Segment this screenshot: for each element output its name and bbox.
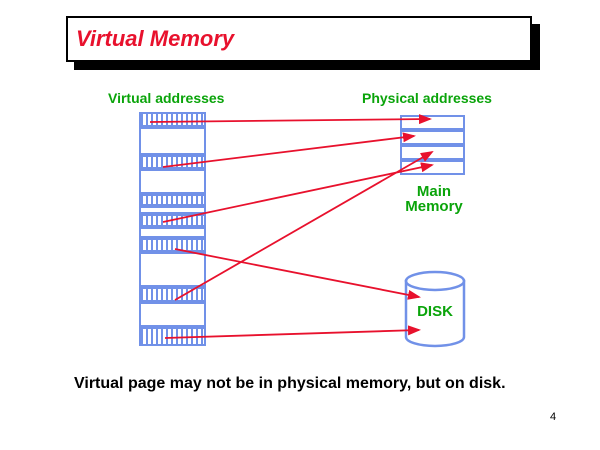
- mapping-arrow-to-main-memory-row-3: [175, 152, 432, 300]
- virtual-page-cell-11: [139, 287, 206, 302]
- physical-memory-row-2: [400, 130, 465, 145]
- virtual-addresses-label: Virtual addresses: [108, 90, 224, 106]
- virtual-page-cell-12: [139, 302, 206, 327]
- virtual-page-cell-2: [139, 127, 206, 155]
- main-memory-label-line2: Memory: [405, 198, 463, 215]
- main-memory-label: Main Memory: [398, 184, 470, 214]
- caption-text: Virtual page may not be in physical memo…: [74, 375, 506, 393]
- virtual-memory-column: [139, 112, 206, 346]
- physical-memory-row-1: [400, 115, 465, 130]
- page-title: Virtual Memory: [68, 26, 234, 52]
- mapping-arrow-to-disk: [175, 249, 419, 297]
- disk-cylinder-top: [406, 272, 464, 290]
- virtual-page-cell-10: [139, 252, 206, 287]
- virtual-page-cell-7: [139, 214, 206, 227]
- virtual-page-cell-3: [139, 155, 206, 169]
- slide-title-box: Virtual Memory: [66, 16, 532, 62]
- page-number: 4: [550, 411, 556, 423]
- disk-label: DISK: [405, 303, 465, 320]
- physical-memory-row-4: [400, 160, 465, 175]
- virtual-page-cell-1: [139, 112, 206, 127]
- virtual-page-cell-5: [139, 194, 206, 206]
- virtual-page-cell-13: [139, 327, 206, 346]
- physical-memory-row-3: [400, 145, 465, 160]
- virtual-page-cell-4: [139, 169, 206, 194]
- virtual-page-cell-9: [139, 238, 206, 252]
- physical-memory-box: [400, 115, 465, 175]
- virtual-page-cell-8: [139, 227, 206, 238]
- virtual-page-cell-6: [139, 206, 206, 214]
- physical-addresses-label: Physical addresses: [362, 90, 492, 106]
